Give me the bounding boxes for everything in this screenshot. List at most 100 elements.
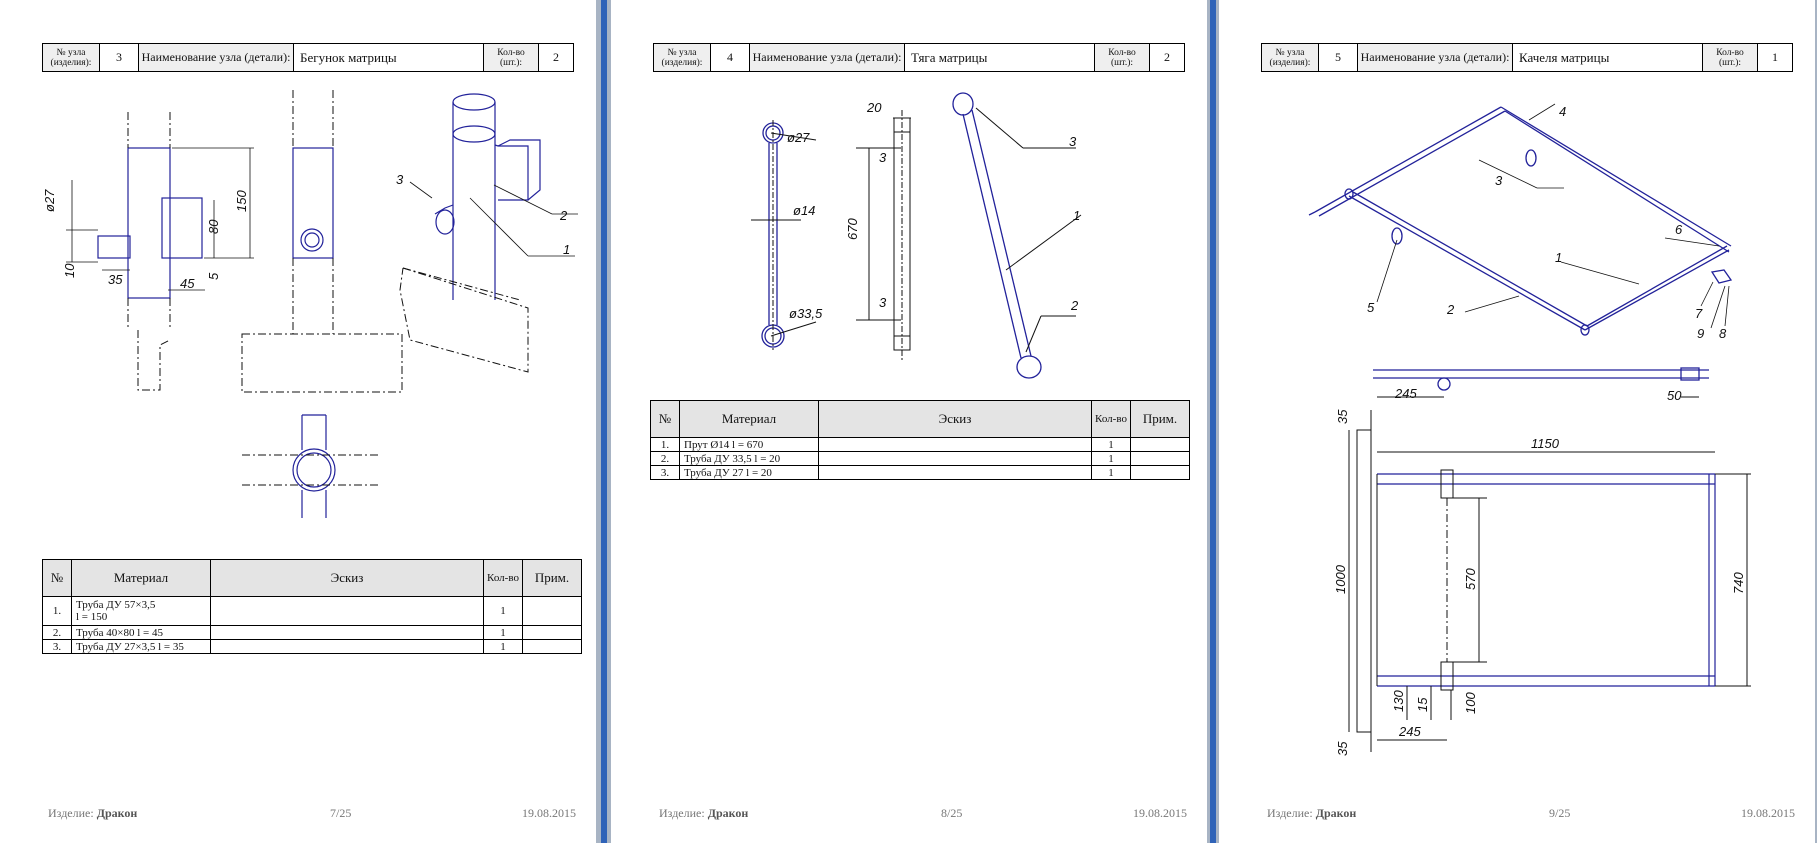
node-name: Качеля матрицы — [1512, 43, 1703, 72]
dim-diameter: ø27 — [787, 130, 810, 145]
dim-label: 35 — [1335, 741, 1350, 756]
footer-product: Изделие: Дракон — [659, 806, 748, 821]
document-page-9: № узла (изделия): 5 Наименование узла (д… — [1219, 0, 1815, 843]
node-number: 4 — [710, 43, 750, 72]
cell-qty: 1 — [483, 625, 523, 640]
callout-number: 6 — [1675, 222, 1683, 237]
dim-label: 245 — [1394, 386, 1417, 401]
page-separator — [601, 0, 607, 843]
cell-sketch — [210, 625, 484, 640]
col-header-qty: Кол-во — [483, 559, 523, 597]
cell-note — [1130, 465, 1190, 480]
cell-sketch — [210, 639, 484, 654]
footer-product-name: Дракон — [707, 806, 749, 820]
footer-product-name: Дракон — [1315, 806, 1357, 820]
footer-page-number: 7/25 — [330, 806, 352, 820]
col-header-no: № — [650, 400, 680, 438]
cell-no: 1. — [650, 437, 680, 452]
node-number-label: № узла (изделия): — [42, 43, 100, 72]
callout-number: 7 — [1695, 306, 1703, 321]
materials-table: № Материал Эскиз Кол-во Прим. 1. Прут Ø1… — [650, 400, 1190, 480]
dim-label: 100 — [1463, 692, 1478, 714]
col-header-material: Материал — [679, 400, 819, 438]
cell-qty: 1 — [1091, 465, 1131, 480]
footer-date: 19.08.2015 — [1133, 806, 1187, 820]
cell-sketch — [818, 437, 1092, 452]
table-row: 2. Труба ДУ 33,5 l = 20 1 — [650, 451, 1190, 466]
col-header-sketch: Эскиз — [210, 559, 484, 597]
material-line: Труба ДУ 57×3,5 — [76, 599, 156, 611]
dim-label: 50 — [1667, 388, 1682, 403]
footer-product-label: Изделие: — [48, 806, 94, 820]
node-name-label: Наименование узла (детали): — [138, 43, 294, 72]
cell-note — [1130, 437, 1190, 452]
callout-number: 4 — [1559, 104, 1566, 119]
callout-number: 2 — [1446, 302, 1455, 317]
dim-diameter: ø14 — [793, 203, 815, 218]
dim-label: 3 — [879, 295, 887, 310]
cell-material: Труба ДУ 27×3,5 l = 35 — [71, 639, 211, 654]
callout-number: 3 — [1069, 134, 1077, 149]
document-page-7: № узла (изделия): 3 Наименование узла (д… — [0, 0, 596, 843]
cell-sketch — [818, 465, 1092, 480]
quantity-value: 2 — [538, 43, 574, 72]
callout-number: 3 — [396, 172, 404, 187]
callout-number: 1 — [1555, 250, 1562, 265]
cell-no: 3. — [42, 639, 72, 654]
callout-number: 5 — [1367, 300, 1375, 315]
footer-date: 19.08.2015 — [1741, 806, 1795, 820]
node-header-table: № узла (изделия): 5 Наименование узла (д… — [1261, 43, 1793, 72]
cell-material: Труба ДУ 33,5 l = 20 — [679, 451, 819, 466]
cell-qty: 1 — [483, 639, 523, 654]
dim-diameter: ø27 — [42, 189, 57, 212]
node-number-label: № узла (изделия): — [653, 43, 711, 72]
quantity-label: Кол-во (шт.): — [1702, 43, 1758, 72]
materials-table: № Материал Эскиз Кол-во Прим. 1. Труба Д… — [42, 559, 582, 654]
node-header-table: № узла (изделия): 3 Наименование узла (д… — [42, 43, 574, 72]
dim-label: 35 — [1335, 409, 1350, 424]
callout-number: 1 — [563, 242, 570, 257]
footer-product-label: Изделие: — [1267, 806, 1313, 820]
dim-label: 80 — [206, 219, 221, 234]
cell-material: Прут Ø14 l = 670 — [679, 437, 819, 452]
dim-label: 570 — [1463, 568, 1478, 590]
cell-sketch — [818, 451, 1092, 466]
cell-qty: 1 — [1091, 451, 1131, 466]
cell-qty: 1 — [483, 596, 523, 626]
footer-product: Изделие: Дракон — [48, 806, 137, 821]
footer-product-name: Дракон — [96, 806, 138, 820]
dim-label: 150 — [234, 190, 249, 212]
dim-label: 35 — [108, 272, 123, 287]
technical-drawing: ø27 ø14 ø33,5 20 3 670 3 3 1 2 — [751, 92, 1082, 379]
material-line: l = 150 — [76, 611, 108, 623]
page-separator — [1210, 0, 1216, 843]
col-header-note: Прим. — [1130, 400, 1190, 438]
cell-note — [522, 639, 582, 654]
table-row: 3. Труба ДУ 27×3,5 l = 35 1 — [42, 639, 582, 654]
dim-label: 15 — [1415, 697, 1430, 712]
cell-note — [522, 625, 582, 640]
node-name-label: Наименование узла (детали): — [749, 43, 905, 72]
cell-qty: 1 — [1091, 437, 1131, 452]
callout-number: 2 — [559, 208, 568, 223]
technical-drawing: ø27 10 35 45 80 5 150 3 2 1 — [42, 90, 578, 518]
quantity-value: 1 — [1757, 43, 1793, 72]
node-name-label: Наименование узла (детали): — [1357, 43, 1513, 72]
node-header-table: № узла (изделия): 4 Наименование узла (д… — [653, 43, 1185, 72]
callout-number: 3 — [1495, 173, 1503, 188]
col-header-material: Материал — [71, 559, 211, 597]
cell-note — [1130, 451, 1190, 466]
callout-number: 1 — [1073, 208, 1080, 223]
cell-no: 3. — [650, 465, 680, 480]
dim-label: 5 — [206, 272, 221, 280]
dim-label: 1150 — [1531, 436, 1560, 451]
dim-label: 45 — [180, 276, 195, 291]
col-header-sketch: Эскиз — [818, 400, 1092, 438]
node-number: 3 — [99, 43, 139, 72]
dim-label: 670 — [845, 218, 860, 240]
document-page-8: № узла (изделия): 4 Наименование узла (д… — [611, 0, 1207, 843]
quantity-label: Кол-во (шт.): — [1094, 43, 1150, 72]
node-name: Бегунок матрицы — [293, 43, 484, 72]
